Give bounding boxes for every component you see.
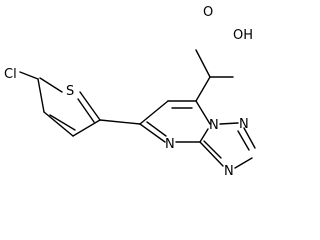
atom-label-n-bridge: N [209, 118, 219, 133]
bond [79, 91, 101, 121]
bond [43, 111, 74, 137]
bond [243, 127, 256, 149]
bond [219, 122, 239, 125]
atom-label-oh: OH [233, 28, 253, 43]
atom-label-cl: Cl [4, 67, 17, 82]
bond [72, 119, 101, 137]
bond [146, 121, 167, 137]
bond [19, 71, 39, 80]
bond [195, 49, 211, 78]
bond [139, 100, 169, 125]
atom-label-n-triazole-bottom: N [224, 164, 234, 179]
bond [199, 141, 224, 167]
chemical-structure: Cl S N N N N OH O [4, 5, 256, 179]
bond [203, 140, 222, 159]
bond [237, 130, 250, 151]
bond [49, 114, 76, 131]
bond [99, 119, 141, 125]
atom-label-s: S [66, 84, 74, 99]
bond [195, 76, 211, 102]
atom-label-o-carbonyl: O [203, 5, 213, 20]
atom-label-n-triazole-top: N [239, 117, 249, 132]
bond [139, 123, 166, 143]
atom-labels: Cl S N N N N OH O [4, 5, 253, 179]
bond [39, 77, 63, 93]
bond [234, 157, 253, 169]
bond [199, 128, 209, 143]
bond-lines [19, 49, 256, 169]
bond [37, 78, 45, 113]
bond [77, 98, 95, 123]
bond [195, 100, 211, 125]
atom-label-n-ring-bottom: N [165, 137, 175, 152]
